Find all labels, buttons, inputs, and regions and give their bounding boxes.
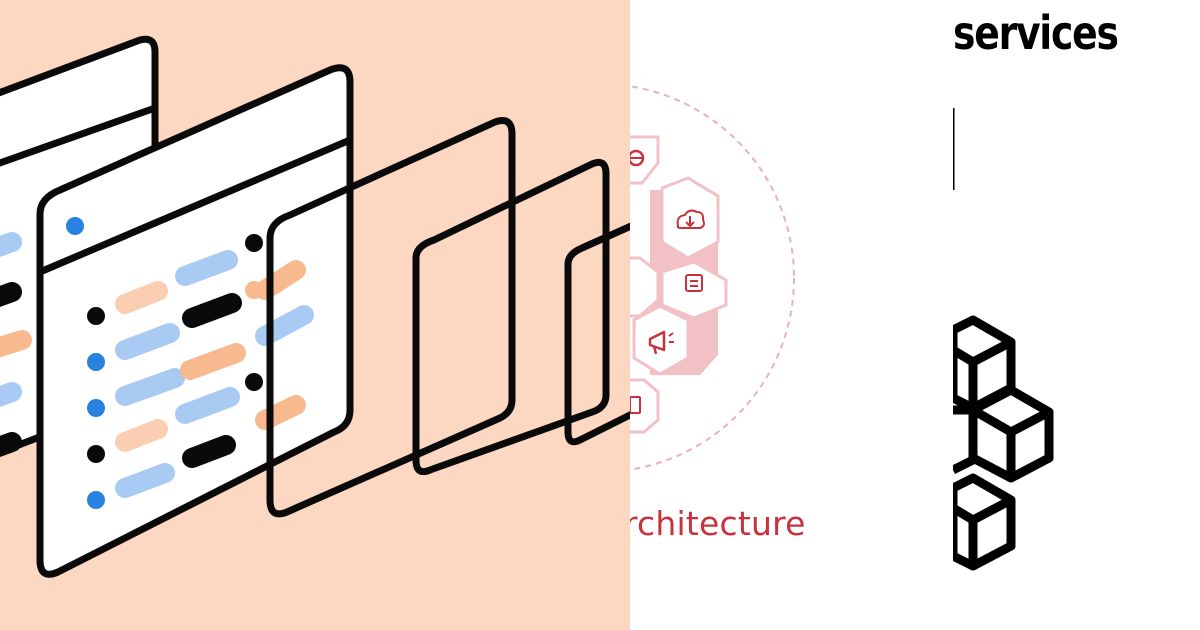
megaphone-icon [648,330,674,355]
services-graphic [953,108,1054,571]
layers-illustration-panel [0,0,630,630]
hex-architecture-panel: rchitecture [630,0,953,630]
hexagon-cluster-graphic [630,85,795,471]
window-dot-icon [66,217,84,235]
services-panel: services [953,0,1200,630]
globe-icon [630,149,645,167]
document-icon [685,274,703,292]
cloud-download-icon [676,209,705,229]
outline-frames [266,117,630,518]
services-title: services [953,6,1119,60]
dashed-circle [630,85,795,471]
file-icon [630,396,641,414]
architecture-caption: rchitecture [630,504,806,543]
stacked-cubes-icon [953,315,1054,571]
hexagons [630,135,728,434]
stacked-windows-illustration [0,0,630,630]
